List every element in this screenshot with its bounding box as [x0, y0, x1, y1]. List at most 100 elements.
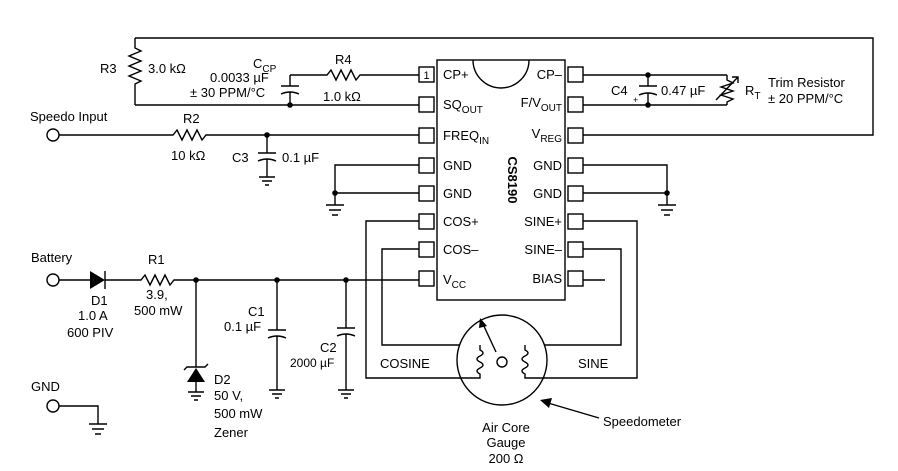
- ccp-tc: ± 30 PPM/°C: [190, 85, 265, 100]
- pin-label-sine-minus: SINE–: [524, 242, 562, 257]
- ic-right-labels: CP– F/VOUT VREG GND GND SINE+ SINE– BIAS: [521, 67, 563, 286]
- gauge-label-line3: 200 Ω: [488, 451, 523, 466]
- sine-coil: [521, 345, 546, 379]
- c2-value: 2000 µF: [290, 356, 334, 370]
- left-ground-icon: [326, 204, 344, 216]
- ic-left-pins: 1: [418, 66, 435, 287]
- pin-sine-minus: [567, 241, 584, 258]
- ic-name: CS8190: [505, 157, 520, 204]
- pin-label-vreg: VREG: [532, 126, 563, 145]
- r4-resistor: [290, 68, 419, 82]
- r1-value-line2: 500 mW: [134, 303, 183, 318]
- gauge-label-line2: Gauge: [486, 435, 525, 450]
- ic-notch: [472, 59, 530, 89]
- ccp-ref: CCP: [253, 56, 277, 75]
- battery-label: Battery: [31, 250, 73, 265]
- pin-label-vcc: VCC: [443, 272, 466, 291]
- pin-label-cos-minus: COS–: [443, 242, 479, 257]
- pin-label-cp-minus: CP–: [537, 67, 563, 82]
- pin-label-sq-out: SQOUT: [443, 97, 483, 116]
- c4-capacitor: [638, 75, 658, 105]
- d2-zener-bar: [183, 363, 209, 371]
- d2-zener-diode: [187, 368, 205, 382]
- pin-cos-minus: [418, 241, 435, 258]
- pin-label-cos-plus: COS+: [443, 214, 479, 229]
- d2-line3: Zener: [214, 425, 249, 440]
- wires-gauge: [365, 220, 638, 379]
- rt-tc: ± 20 PPM/°C: [768, 91, 843, 106]
- gauge-needle: [481, 321, 497, 353]
- d1-line1: 1.0 A: [78, 308, 108, 323]
- pin-label-sine-plus: SINE+: [524, 214, 562, 229]
- c4-polarity: +: [633, 95, 638, 105]
- r4-ref: R4: [335, 52, 352, 67]
- d2-line2: 500 mW: [214, 406, 263, 421]
- cosine-coil: [458, 345, 484, 379]
- gauge-pivot: [496, 356, 508, 368]
- pin-label-freq-in: FREQIN: [443, 128, 489, 147]
- right-gnd-wire-1: [583, 164, 668, 205]
- left-gnd-wire-1: [334, 164, 419, 205]
- air-core-gauge: [456, 314, 600, 419]
- junction-ccp: [287, 102, 293, 108]
- r2-value: 10 kΩ: [171, 148, 206, 163]
- wires-top: [127, 37, 874, 136]
- pin-vreg: [567, 127, 584, 144]
- d2-ref: D2: [214, 372, 231, 387]
- sine-label: SINE: [578, 356, 609, 371]
- ic-cs8190: CS8190: [436, 59, 566, 301]
- pin-bias: [567, 270, 584, 287]
- r3-ref: R3: [100, 61, 117, 76]
- speedo-input-terminal: [46, 128, 60, 142]
- vreg-loop-wire: [135, 37, 874, 136]
- r2-resistor: [59, 128, 419, 142]
- cos-plus-wire: [365, 220, 458, 379]
- pin1-number: 1: [423, 70, 429, 82]
- pin-label-gnd-r1: GND: [533, 158, 562, 173]
- cos-minus-wire: [381, 248, 480, 346]
- rt-trim-resistor: [718, 75, 736, 105]
- rt-trim-arrow: [715, 76, 739, 101]
- wires-power: [46, 271, 605, 401]
- pin-cos-plus: [418, 213, 435, 230]
- battery-terminal: [46, 273, 60, 287]
- r1-value-line1: 3.9,: [146, 287, 168, 302]
- gauge-needle-tip: [479, 318, 487, 328]
- speedometer-arrow-icon: [540, 398, 552, 408]
- pin-cp-minus: [567, 66, 584, 83]
- ic-body: [436, 59, 566, 301]
- gnd-label: GND: [31, 379, 60, 394]
- pin-sq-out: [418, 96, 435, 113]
- d2-line1: 50 V,: [214, 388, 243, 403]
- pin-label-gnd-r2: GND: [533, 186, 562, 201]
- c2-ground-icon: [338, 389, 354, 399]
- speedometer-pointer: [547, 402, 600, 419]
- gauge-label-line1: Air Core: [482, 420, 530, 435]
- d1-ref: D1: [91, 293, 108, 308]
- gnd-terminal-group: [46, 399, 107, 435]
- pin-label-cp-plus: CP+: [443, 67, 469, 82]
- pin-freq-in: [418, 127, 435, 144]
- r1-resistor: [105, 273, 419, 287]
- rt-ref: RT: [745, 83, 761, 102]
- pin-sine-plus: [567, 213, 584, 230]
- wires-cp-fv: [583, 72, 739, 108]
- junction-gnd-right: [664, 190, 670, 196]
- c2-capacitor: [336, 280, 356, 390]
- labels: R3 3.0 kΩ CCP 0.0033 µF ± 30 PPM/°C R4 1…: [30, 52, 845, 466]
- r3-value: 3.0 kΩ: [148, 61, 186, 76]
- speedo-input-label: Speedo Input: [30, 109, 108, 124]
- r3-resistor: [127, 38, 143, 105]
- ccp-value: 0.0033 µF: [210, 70, 269, 85]
- c4-value: 0.47 µF: [661, 83, 705, 98]
- cosine-label: COSINE: [380, 356, 430, 371]
- speedometer-label: Speedometer: [603, 414, 682, 429]
- c1-ground-icon: [269, 389, 285, 399]
- ic-right-pins: [567, 66, 584, 287]
- pin-gnd-r1: [567, 157, 584, 174]
- c4-ref: C4: [611, 83, 628, 98]
- c1-value: 0.1 µF: [224, 319, 261, 334]
- pin-fv-out: [567, 96, 584, 113]
- sine-plus-wire: [546, 220, 638, 379]
